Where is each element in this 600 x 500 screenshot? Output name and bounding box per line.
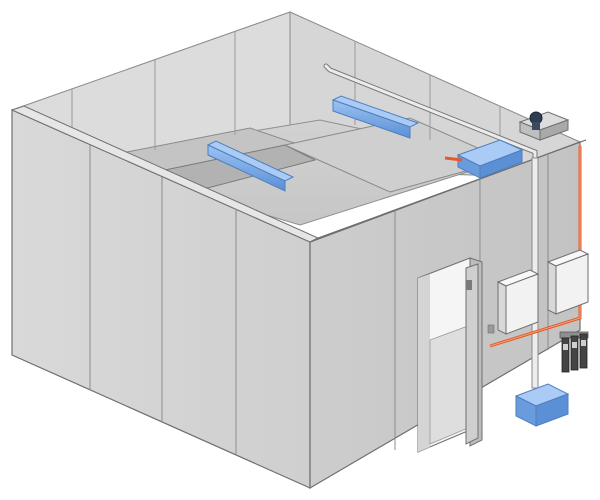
door-opening-inner-shadow bbox=[418, 274, 430, 452]
filter-cartridges-icon bbox=[559, 331, 589, 373]
electrical-box-icon bbox=[546, 249, 590, 315]
air-duct-right bbox=[331, 95, 420, 139]
front-left-seams bbox=[89, 145, 237, 455]
control-panel-icon bbox=[496, 269, 540, 335]
door-handle-icon bbox=[466, 280, 472, 290]
evaporator-unit bbox=[444, 139, 524, 179]
door-leaf-face bbox=[465, 263, 479, 445]
condensing-unit-icon bbox=[518, 111, 570, 141]
door-switch-icon bbox=[487, 324, 495, 334]
front-right-wall-top bbox=[309, 139, 587, 243]
pump-unit bbox=[514, 383, 570, 427]
interior-through-door bbox=[429, 325, 469, 445]
air-duct-left bbox=[206, 140, 295, 192]
